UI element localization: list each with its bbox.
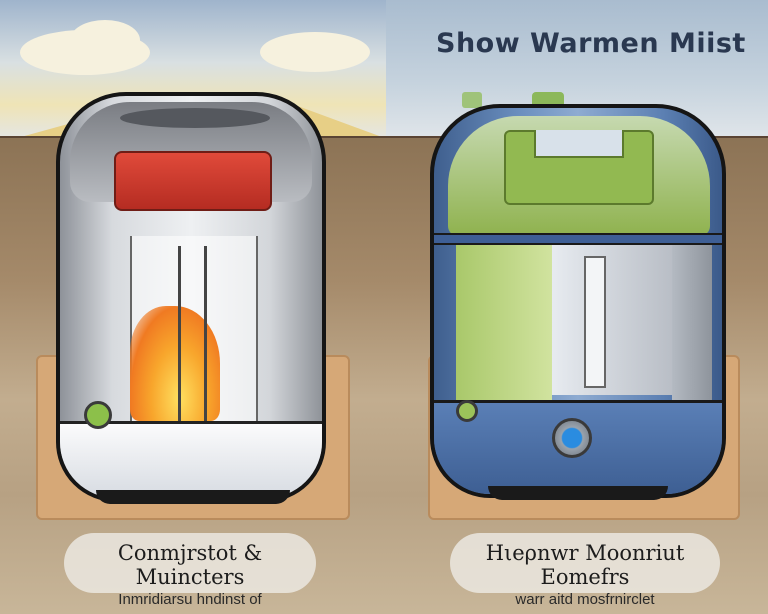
right-inner-chamber	[552, 245, 672, 395]
left-red-tank	[114, 151, 272, 211]
power-button-icon[interactable]	[456, 400, 478, 422]
right-caption: Hιeρnwr Moonriut Eomefrs warr aitd mosfr…	[450, 533, 720, 608]
right-side-panel	[672, 245, 712, 405]
right-collar	[434, 233, 722, 245]
left-rod	[178, 246, 181, 426]
right-tank-handle	[534, 130, 624, 158]
left-device-body	[56, 92, 326, 502]
left-base	[60, 421, 322, 498]
cloud-icon	[260, 32, 370, 72]
right-small-knob	[462, 92, 482, 108]
right-device-body	[430, 104, 726, 498]
page-title: Show Warmen Miist	[436, 28, 746, 59]
right-green-panel	[456, 245, 552, 405]
power-button-icon[interactable]	[84, 401, 112, 429]
left-caption-title: Conmjrstot & Muincters	[117, 541, 263, 589]
dial-knob-icon[interactable]	[552, 418, 592, 458]
mist-tube	[584, 256, 606, 388]
left-rod	[204, 246, 207, 426]
left-caption-subtitle: Inmridiarsu hndinst of	[118, 591, 262, 608]
left-lid-opening	[120, 108, 270, 128]
left-feet	[96, 490, 290, 504]
right-caption-title: Hιeρnwr Moonriut Eomefrs	[485, 541, 685, 589]
right-feet	[488, 486, 668, 500]
cloud-icon	[70, 20, 140, 60]
left-caption: Conmjrstot & Muincters Inmridiarsu hndin…	[64, 533, 316, 608]
right-caption-subtitle: warr aitd mosfrnirclet	[515, 591, 655, 608]
